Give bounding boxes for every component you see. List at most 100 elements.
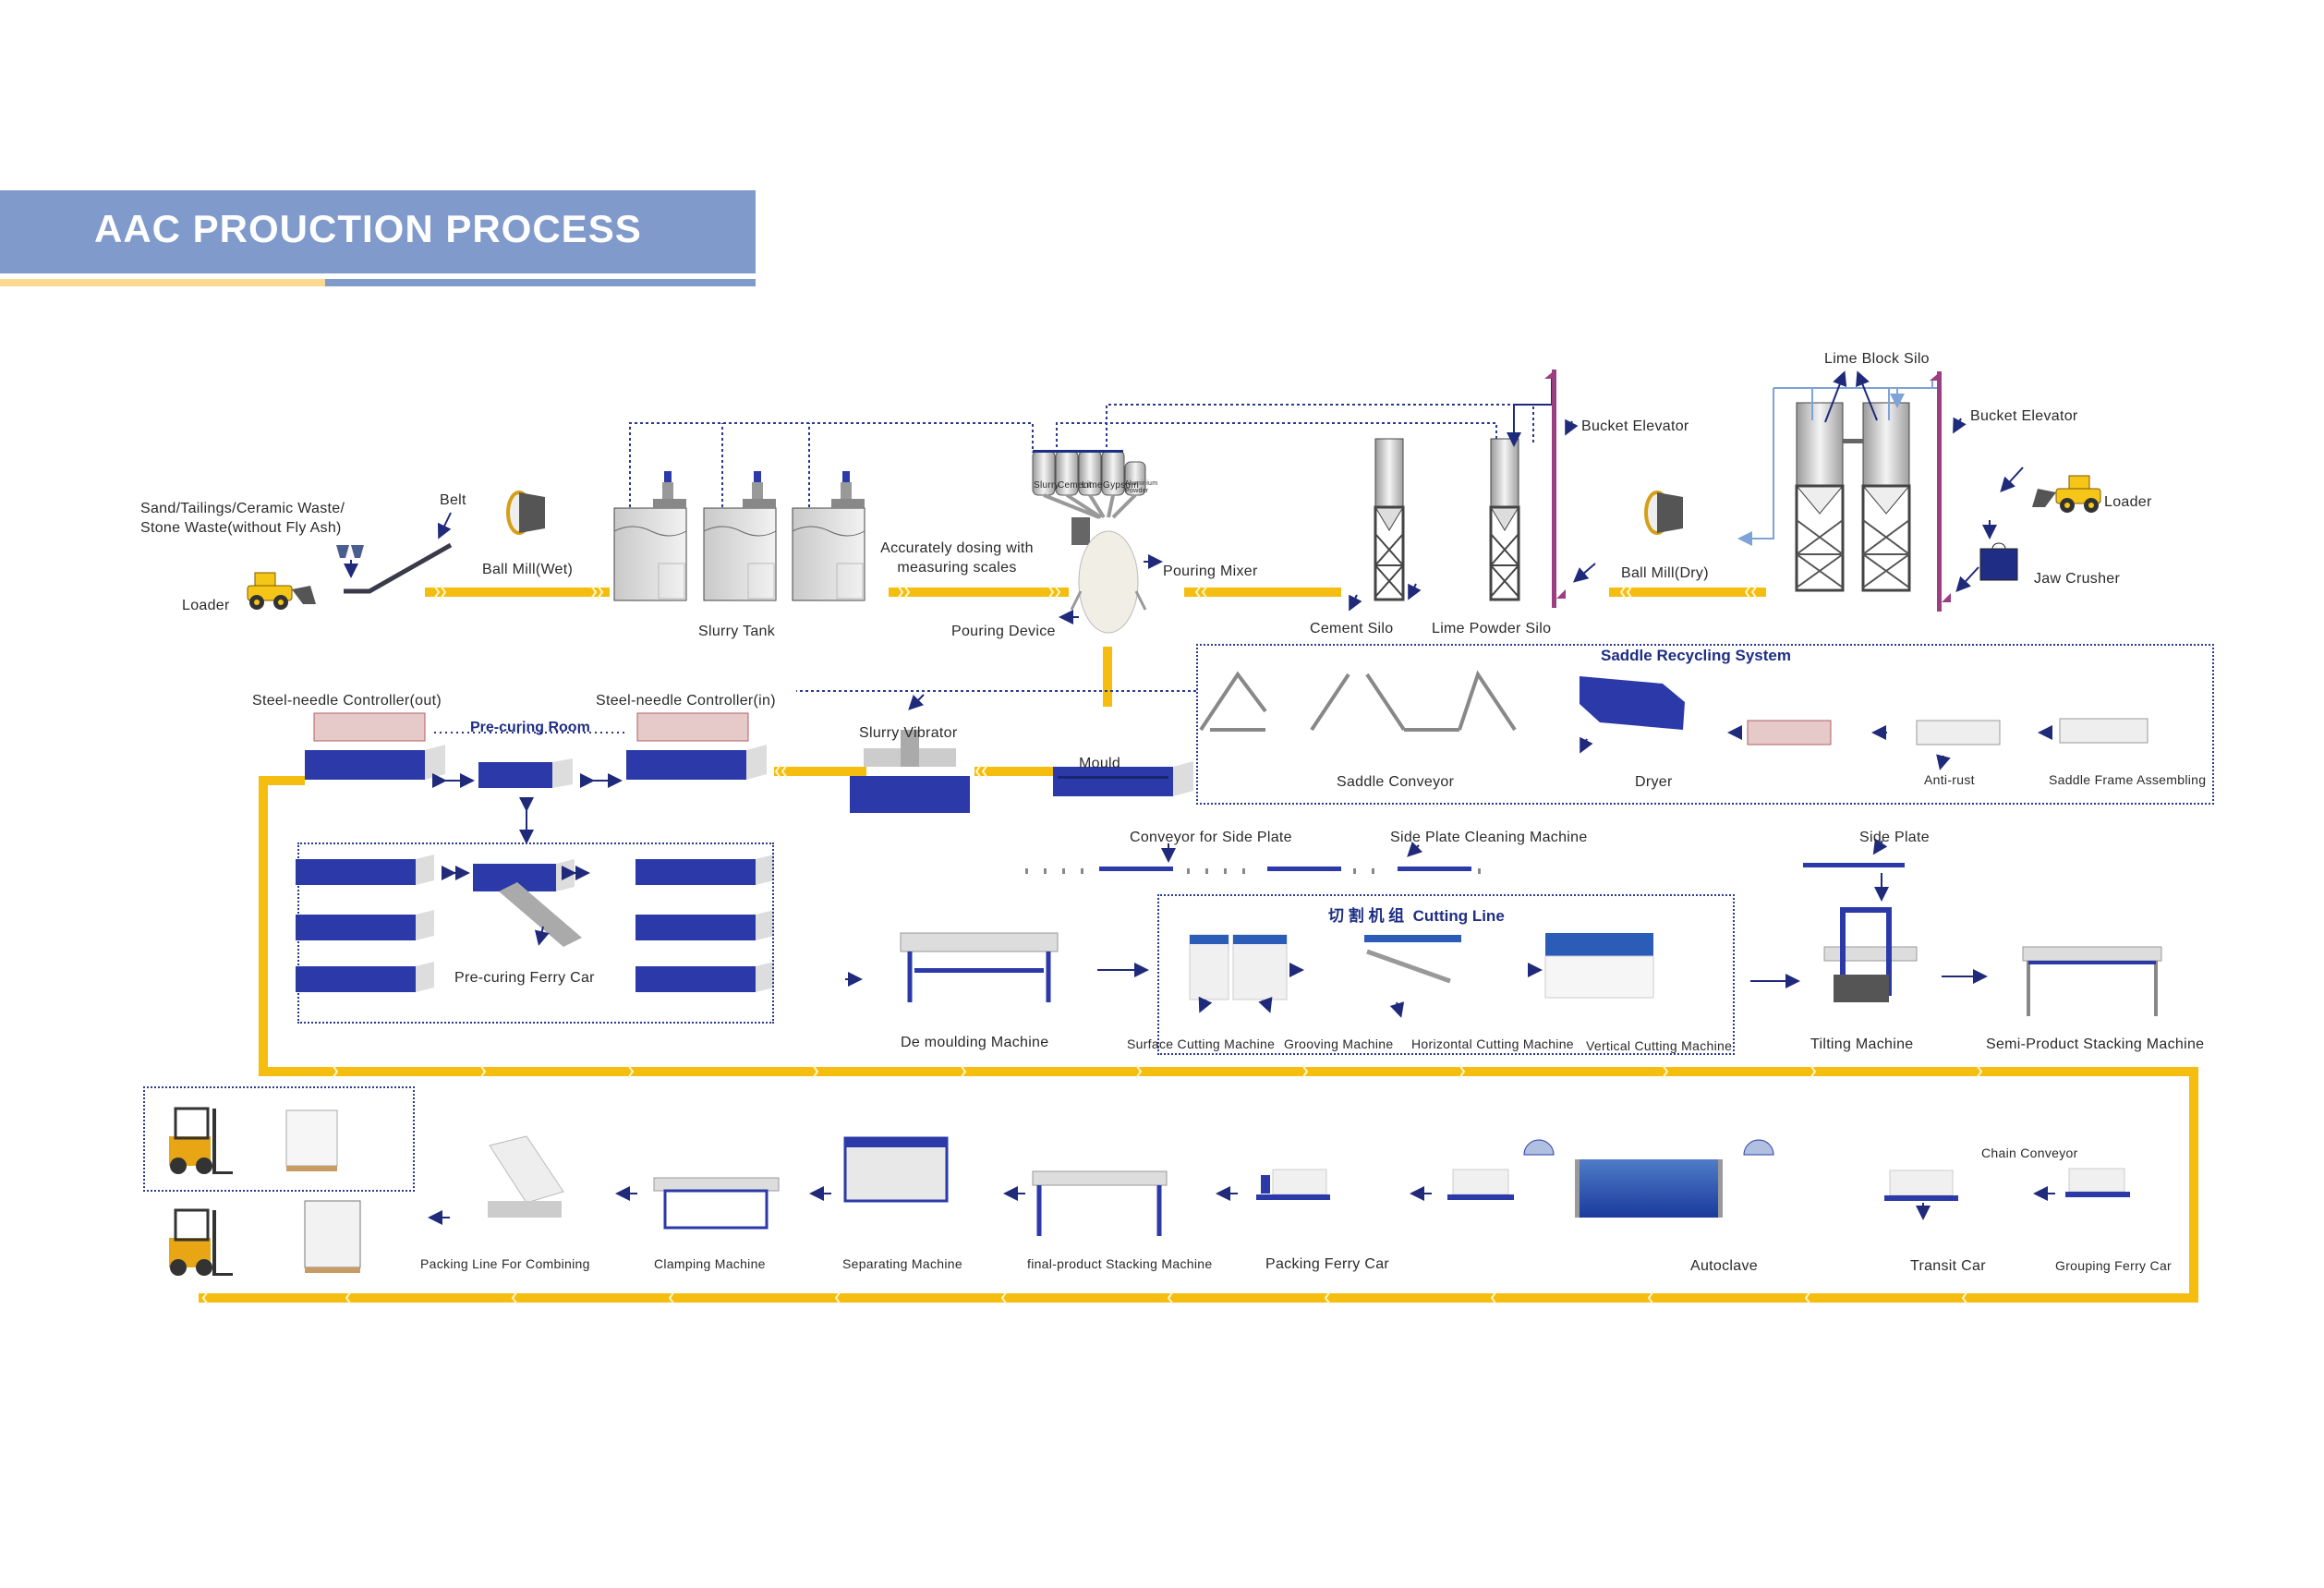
loader-right-icon [2032,475,2101,513]
bucket-elevator-2-icon [1930,371,1951,612]
grooving-label: Grooving Machine [1284,1036,1394,1051]
loader-right-label: Loader [2104,494,2152,510]
horizontal-cutting-label: Horizontal Cutting Machine [1411,1036,1574,1051]
dryer-icon [1580,676,1685,730]
flow-chevrons [201,585,1983,1305]
forklift-top-icon [169,1107,233,1174]
title-underline-blue [325,279,756,286]
saddle-recycling-title: Saddle Recycling System [1601,647,1791,664]
anti-rust-label: Anti-rust [1924,772,1975,787]
flow-lines [199,588,2198,1303]
flow-loop-left [259,776,268,1076]
belt-icon [344,542,453,594]
chain-conveyor-label: Chain Conveyor [1981,1146,2078,1160]
pallet-bottom-icon [304,1200,361,1268]
lime-block-silo-icon [1795,402,1911,592]
bucket-elevator-1-icon [1544,370,1566,608]
jaw-crusher-label: Jaw Crusher [2034,571,2121,587]
saddle-frame-assembling-label: Saddle Frame Assembling [2049,772,2207,787]
cutting-line-box [1157,894,1735,1055]
flow-loop-top-left [259,776,305,785]
flow-pouring-down [1103,647,1112,707]
cutting-line-title: 切 割 机 组 Cutting Line [1328,903,1505,926]
semi-product-stacking-label: Semi-Product Stacking Machine [1986,1036,2205,1052]
packing-ferry-car-label: Packing Ferry Car [1265,1256,1390,1272]
horizontal-cutting-machine-icon [1364,935,1461,984]
precuring-room-title: Pre-curing Room [470,720,590,735]
ball-mill-dry-label: Ball Mill(Dry) [1621,565,1709,581]
belt-label: Belt [440,492,466,508]
ferry-car-track [499,882,582,947]
title-underline-gold [0,279,325,286]
pouring-mixer-label: Pouring Mixer [1163,564,1258,579]
packing-line-icon [488,1135,564,1218]
scale-label-cement: Cement [1058,480,1092,491]
side-plate-cleaning-label: Side Plate Cleaning Machine [1390,830,1588,845]
saddle-conveyor-label: Saddle Conveyor [1337,774,1455,790]
storage-box [143,1086,415,1192]
packing-ferry-car-icon [1256,1169,1330,1200]
cement-silo-icon [1374,438,1405,601]
ball-mill-wet-label: Ball Mill(Wet) [482,562,574,577]
flow-loop-right [2189,1067,2198,1303]
scale-label-gypsum: Gypsum [1103,480,1140,491]
slurry-tanks [613,471,865,601]
bottom-row-arrows [428,1186,2055,1225]
forklift-bottom-icon [169,1208,233,1276]
page-title: AAC PROUCTION PROCESS [94,207,642,250]
tilting-machine-label: Tilting Machine [1810,1036,1914,1052]
side-plate-conveyor-rollers [1025,868,1481,874]
tilting-machine-icon [1823,907,1918,1002]
final-product-stacking-label: final-product Stacking Machine [1027,1256,1213,1271]
scale-label-aluminium: Aluminium Powder [1125,480,1158,494]
pouring-mixer-icon [1043,493,1147,634]
autoclave-label: Autoclave [1690,1258,1758,1274]
separating-machine-label: Separating Machine [842,1256,962,1271]
flow-mixer [1184,588,1341,597]
demoulding-label: De moulding Machine [901,1035,1049,1050]
lime-powder-silo-icon [1489,438,1520,601]
side-plate-conveyor-icon [1099,863,1905,871]
clamping-machine-label: Clamping Machine [654,1256,766,1271]
bucket-elevator-1-label: Bucket Elevator [1581,418,1689,434]
scale-label-slurry: Slurry [1034,480,1059,491]
raw-material-label: Sand/Tailings/Ceramic Waste/ Stone Waste… [140,501,345,536]
loader-left-label: Loader [182,598,230,613]
autoclave-car-icon [1447,1169,1514,1200]
scale-label-lime: Lime [1082,480,1103,491]
packing-line-label: Packing Line For Combining [420,1256,590,1271]
saddle-frame-icon [2059,718,2148,744]
transit-car-label: Transit Car [1910,1258,1986,1274]
mould-label: Mould [1079,756,1121,771]
slurry-vibrator-icon [850,730,970,813]
steel-needle-controller-out-label: Steel-needle Controller(out) [252,693,442,709]
grooving-machine-icon [1232,934,1288,1000]
moulds [296,745,1193,992]
lime-powder-silo-label: Lime Powder Silo [1432,621,1552,636]
steel-needle-controller-in-label: Steel-needle Controller(in) [596,693,776,709]
grouping-ferry-car-icon [2065,1168,2130,1197]
saddle-recycle-unit-icon [1747,720,1832,746]
vertical-cutting-machine-icon [1544,933,1654,999]
autoclave-icon [1523,1139,1774,1218]
side-plate-label: Side Plate [1859,830,1930,845]
jaw-crusher-icon [1979,548,2018,581]
ball-mill-dry-icon [1644,491,1683,535]
precuring-arrows [432,773,863,987]
flow-ballmill-dry [1609,588,1766,597]
demoulding-machine-icon [900,932,1059,1002]
separating-machine-icon [843,1136,949,1203]
feed-hopper-icon [336,545,364,578]
ball-mill-wet-icon [506,491,545,535]
steel-needle-controllers [313,712,749,742]
vertical-cutting-label: Vertical Cutting Machine [1586,1038,1733,1053]
slurry-vibrator-label: Slurry Vibrator [859,725,958,741]
saddle-conveyor-icon [1199,670,1517,732]
precuring-ferry-car-label: Pre-curing Ferry Car [454,970,595,986]
conveyor-side-plate-label: Conveyor for Side Plate [1130,830,1292,845]
surface-cutting-machine-icon [1189,934,1229,1000]
semi-product-stacking-machine-icon [2022,946,2162,1016]
transit-car-icon [1884,1170,1958,1201]
flow-mould-vibrator [974,767,1076,776]
